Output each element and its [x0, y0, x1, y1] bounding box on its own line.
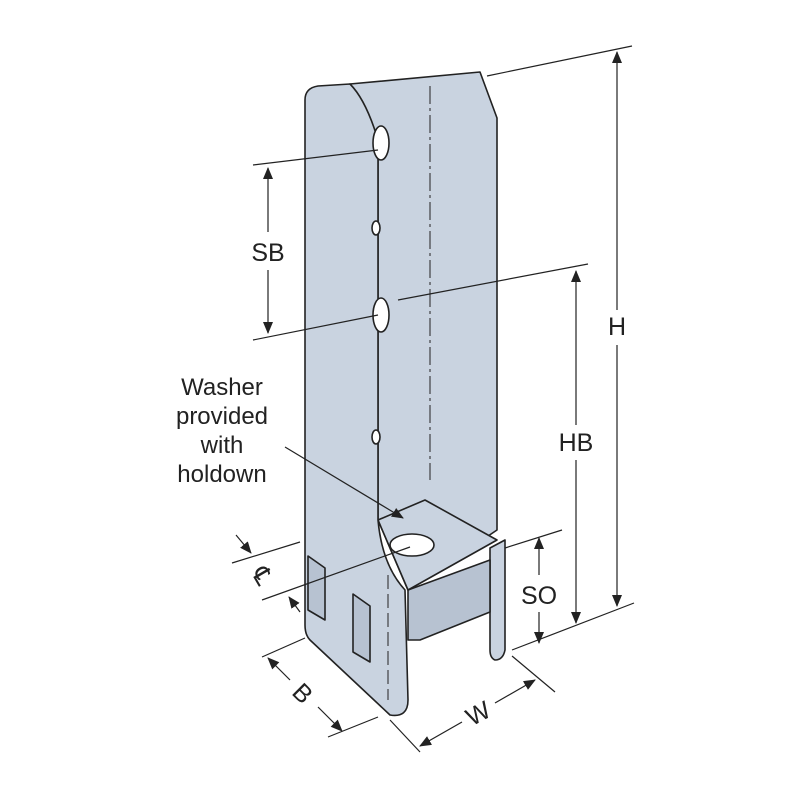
dim-centerline-label: ℄: [245, 561, 278, 590]
dim-b-label: B: [286, 678, 318, 710]
svg-text:holdown: holdown: [177, 461, 266, 488]
dim-so-label: SO: [521, 582, 557, 610]
svg-text:provided: provided: [176, 403, 268, 430]
bolt-hole: [372, 125, 390, 161]
dim-w-label: W: [461, 696, 495, 732]
svg-text:Washer: Washer: [181, 374, 263, 401]
dim-hb-label: HB: [559, 429, 594, 457]
slot: [307, 555, 326, 621]
washer-callout: Washer provided with holdown: [176, 374, 268, 488]
svg-text:with: with: [200, 432, 244, 459]
dim-h-label: H: [608, 313, 626, 341]
right-flange: [489, 539, 506, 661]
screw-hole: [371, 220, 381, 236]
screw-hole: [371, 429, 381, 445]
washer-hole: [389, 533, 435, 557]
bolt-hole: [372, 297, 390, 333]
dim-sb-label: SB: [251, 239, 284, 267]
slot: [352, 593, 371, 663]
washer-seat: [377, 499, 498, 591]
seat-underside: [407, 559, 491, 641]
